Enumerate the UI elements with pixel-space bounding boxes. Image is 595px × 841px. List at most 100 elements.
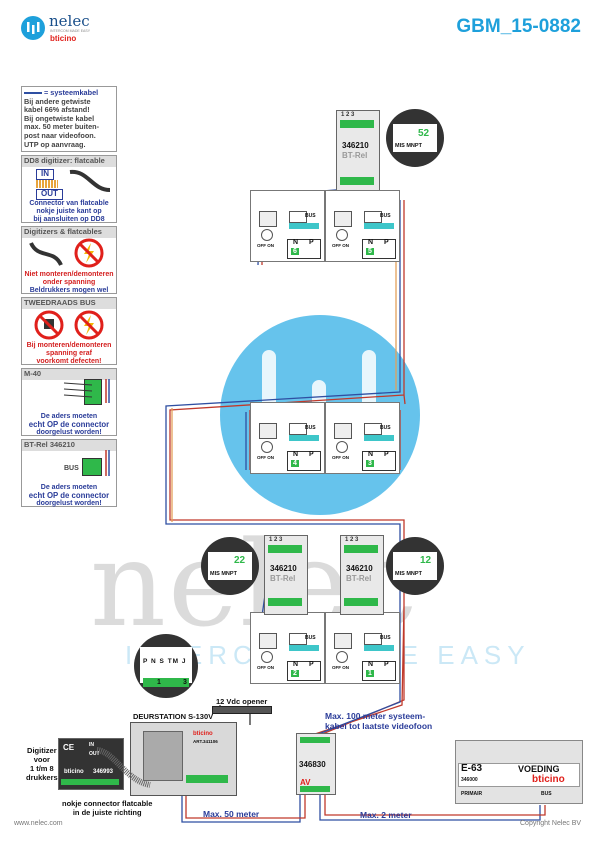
phone-offon-label: OFF ON [257,665,274,670]
phone-offon-label: OFF ON [332,455,349,460]
doc-code: GBM_15-0882 [456,16,581,37]
cable-icon [24,92,42,95]
door-zoom-right: 3 [183,679,187,686]
phone-p-label: P [309,239,314,246]
relay-top-model: 346210 [342,141,369,150]
legend-bus-title: TWEEDRAADS BUS [22,298,116,309]
relay-top-zoom-value: 52 [418,128,430,139]
power-model: 346000 [461,777,478,783]
dd8-note-2: nokje juiste kant op [36,208,102,215]
relay-right: 1 2 3 346210 BT-Rel [340,535,384,615]
videophone-4: BUS OFF ON N P 4 [250,402,325,474]
digitizer-flatcable [96,747,151,788]
max2-note: Max. 2 meter [360,810,412,820]
relay-left-zoom-labels: MIS MNPT [210,571,237,577]
power-bus: BUS [541,791,552,797]
digitizer-in: IN [89,742,94,748]
phone-n-label: N [293,451,299,458]
legend-m40: M-40 De aders moeten echt OP de connecto… [21,368,117,436]
relay-left-terminals: 1 2 3 [269,537,283,543]
phone-offon-label: OFF ON [332,243,349,248]
bus-note-1: Bij monteren/demonteren [26,342,112,349]
legend-btrel: BT-Rel 346210 BUS De aders moeten echt O… [21,439,117,507]
digitizer-out: OUT [89,751,100,757]
m40-note-1: De aders moeten [40,413,98,420]
phone-number: 5 [366,248,374,255]
legend-cable-line-1: Bij andere getwiste [24,96,91,106]
av-model: 346830 [299,760,326,769]
bus-note-3: voorkomt defecten! [36,358,102,365]
max50-note: Max. 50 meter [203,809,260,819]
flatcable-icon [29,241,63,267]
phone-p-label: P [309,451,314,458]
door-station-article: ART.341106 [193,739,218,744]
phone-number: 3 [366,460,374,467]
no-power-icon [74,238,104,268]
logo-tagline: INTERCOM MADE EASY [50,29,91,33]
no-power-icon [74,310,104,340]
digitizers-note-1: Niet monteren/demonteren [24,271,114,278]
nelec-logo-icon [21,16,45,40]
phone-bus-label: BUS [380,425,391,431]
relay-top-zoom [386,109,444,167]
relay-left: 1 2 3 346210 BT-Rel [264,535,308,615]
legend-bus: TWEEDRAADS BUS Bij monteren/demonteren s… [21,297,117,365]
legend-cable-line-3: Bij ongetwiste kabel [24,113,95,123]
dd8-note-1: Connector van flatcable [29,200,109,207]
relay-top-zoom-labels: MIS MNPT [395,143,422,149]
relay-right-zoom-labels: MIS MNPT [395,571,422,577]
phone-n-label: N [368,661,374,668]
videophone-6: BUS OFF ON N P 6 [250,190,325,262]
phone-offon-label: OFF ON [257,455,274,460]
digitizers-note-2: onder spanning [42,279,96,286]
m40-note-3: doorgelust worden! [36,429,102,436]
phone-bus-label: BUS [305,213,316,219]
door-station-title: DEURSTATION S-130V [133,712,214,721]
phone-n-label: N [293,661,299,668]
videophone-3: BUS OFF ON N P 3 [325,402,400,474]
m40-wires-icon [63,379,110,403]
logo-brand: bticino [50,34,77,43]
relay-top-name: BT-Rel [342,151,368,160]
phone-number: 4 [291,460,299,467]
flatcable-icon [69,169,111,192]
footer-website[interactable]: www.nelec.com [14,820,63,827]
phone-p-label: P [384,451,389,458]
dd8-in-label: IN [36,169,54,180]
relay-top: 1 2 3 346210 BT-Rel [336,110,380,194]
phone-number: 1 [366,670,374,677]
power-supply: E-63 VOEDING bticino 346000 PRIMAIR BUS [455,740,583,804]
door-opener [212,706,272,714]
digitizer-brand: bticino [64,769,84,775]
opener-label: 12 Vdc opener [216,697,268,706]
phone-n-label: N [368,239,374,246]
power-brand: bticino [532,774,565,785]
phone-n-label: N [368,451,374,458]
relay-right-terminals: 1 2 3 [345,537,359,543]
dd8-connector-icon [36,180,58,188]
digitizer-model: 346993 [93,769,114,775]
legend-cable: = systeemkabel Bij andere getwiste kabel… [21,86,117,152]
legend-dd8: DD8 digitizer: flatcable IN OUT Connecto… [21,155,117,223]
footer-copyright: Copyright Nelec BV [520,820,582,827]
legend-dd8-title: DD8 digitizer: flatcable [22,156,116,167]
digitizer: CE IN OUT bticino 346993 [58,738,124,790]
phone-number: 6 [291,248,299,255]
phone-bus-label: BUS [305,425,316,431]
relay-top-terminals: 1 2 3 [341,112,355,118]
btrel-connector-icon [82,458,102,476]
legend-btrel-title: BT-Rel 346210 [22,440,116,451]
power-label: VOEDING [518,764,560,774]
legend-digitizers-title: Digitizers & flatcables [22,227,116,238]
phone-n-label: N [293,239,299,246]
av-name: AV [300,778,311,787]
legend-digitizers: Digitizers & flatcables Niet monteren/de… [21,226,117,294]
power-code: E-63 [461,763,483,774]
phone-p-label: P [309,661,314,668]
phone-offon-label: OFF ON [257,243,274,248]
btrel-note-2: echt OP de connector [28,491,110,500]
